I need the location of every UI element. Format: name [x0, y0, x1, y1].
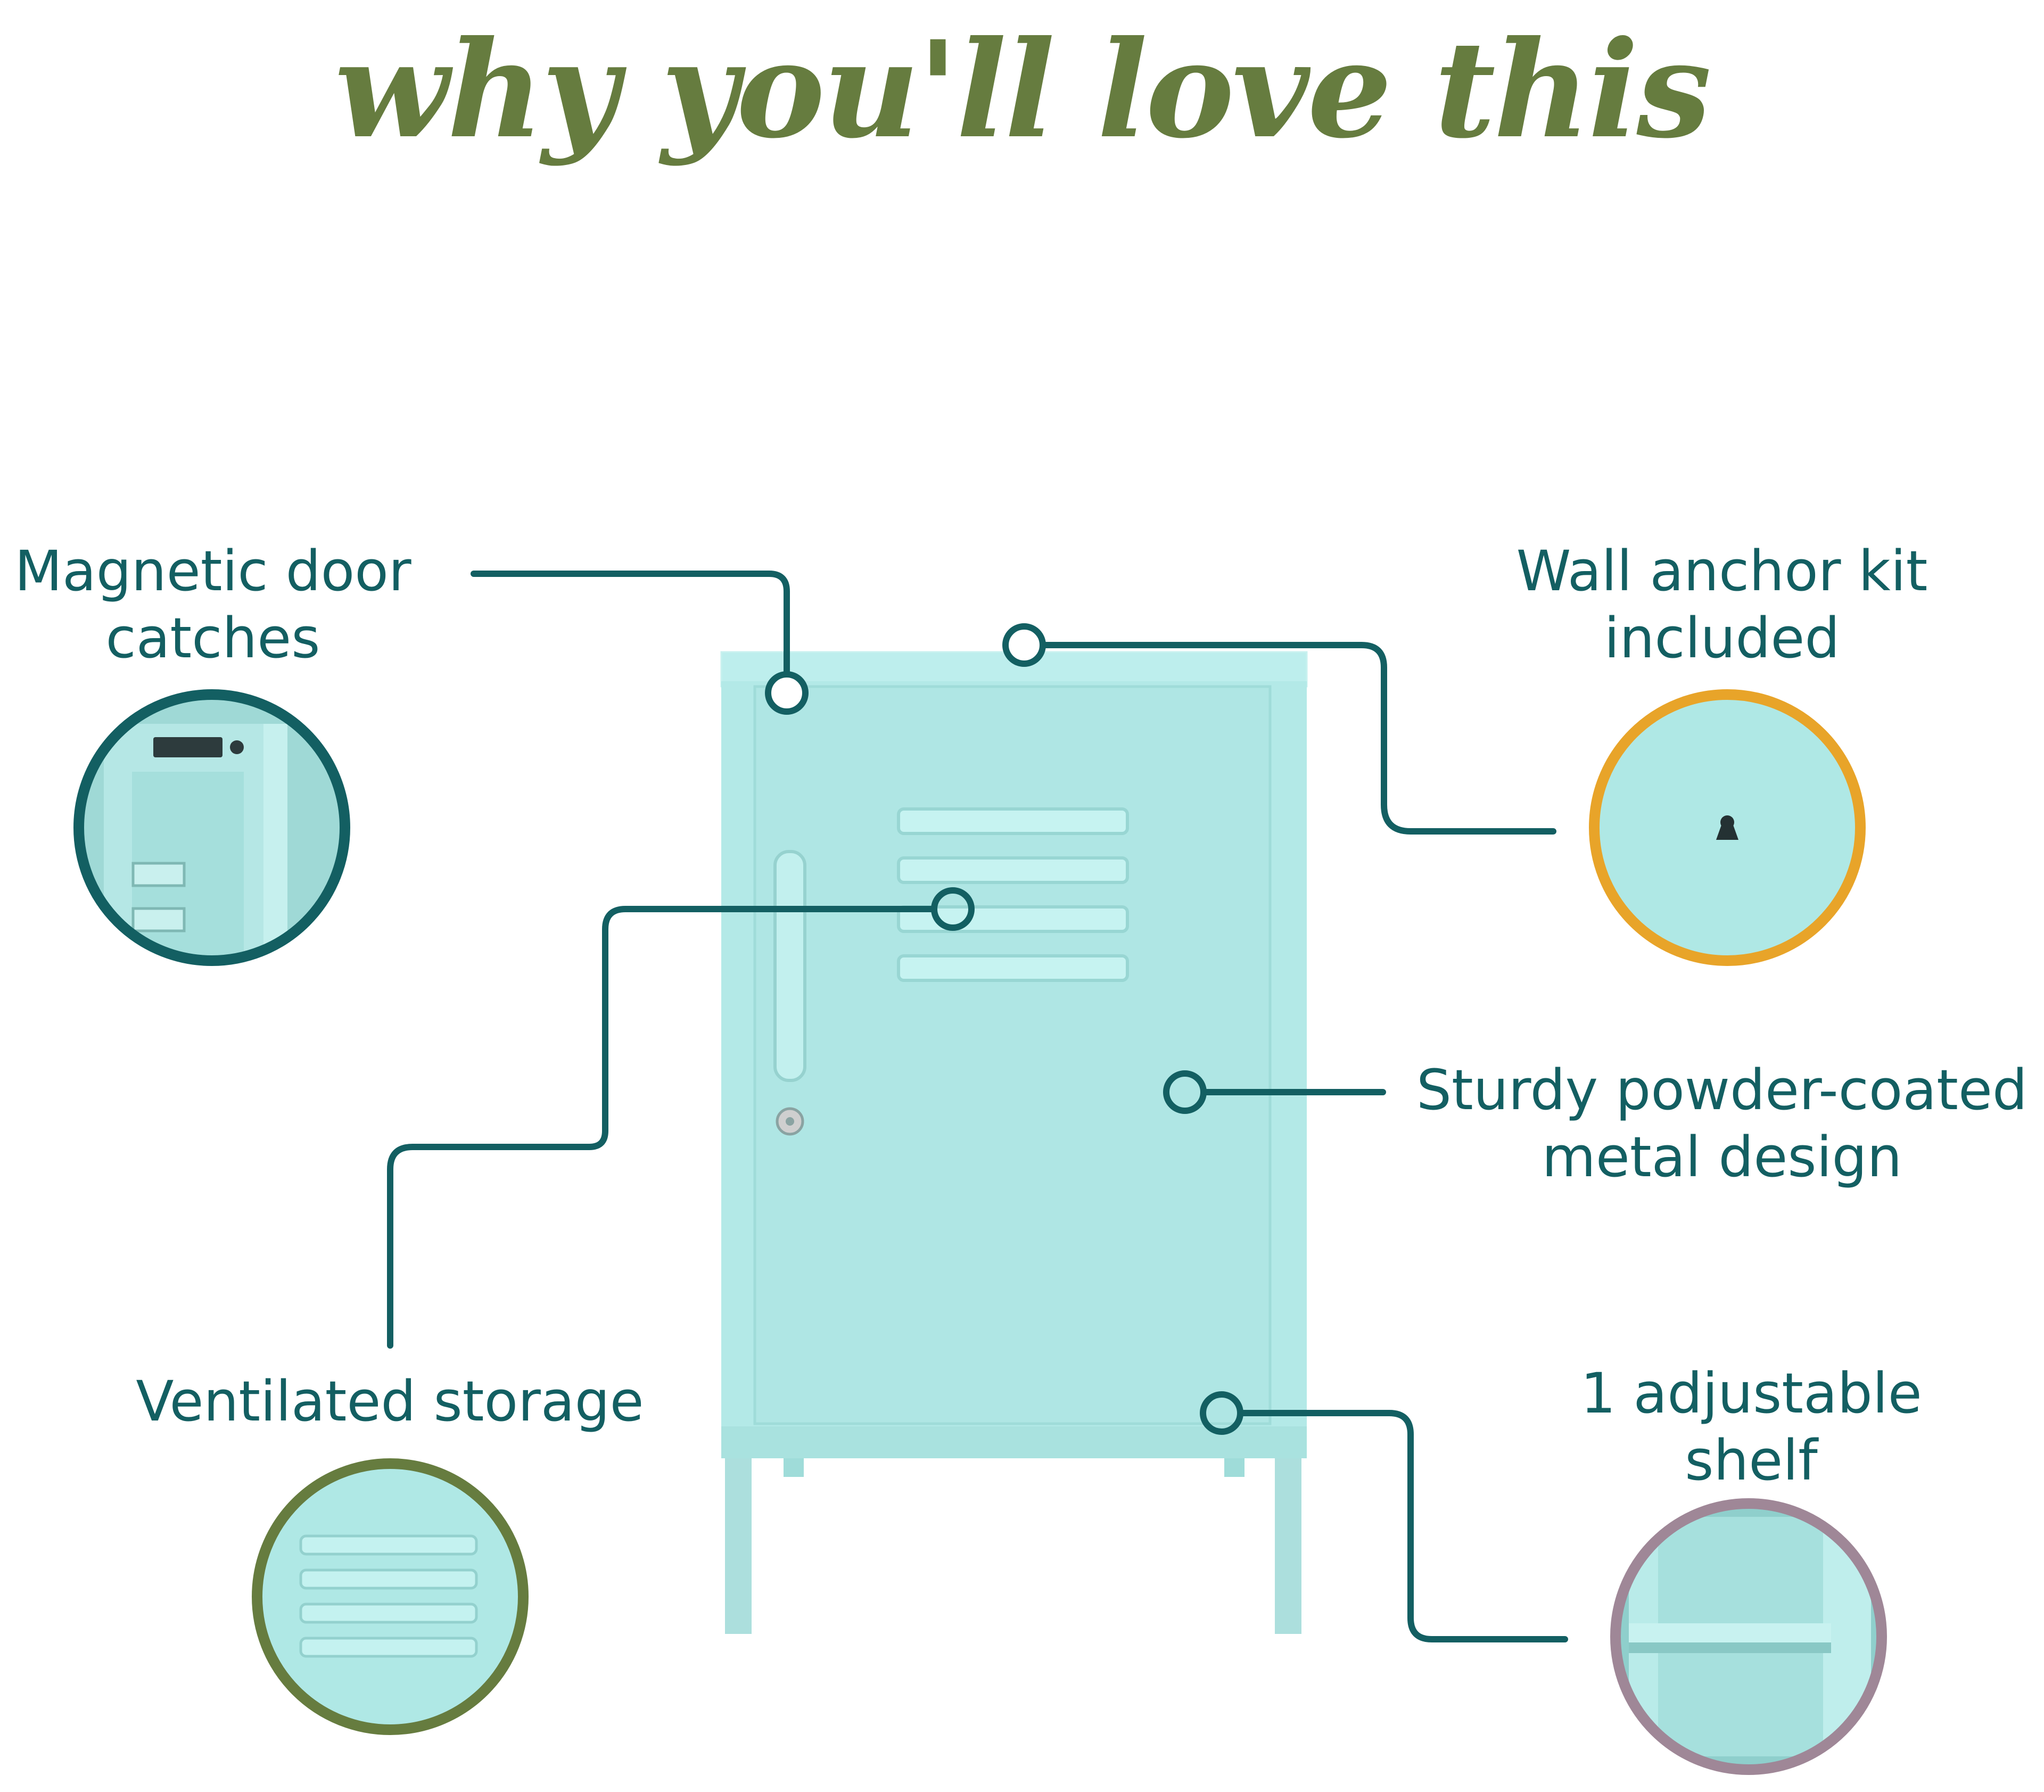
wall-anchor-kit-label: Wall anchor kit included [1504, 538, 1940, 672]
anchor-label-line-2: included [1604, 606, 1840, 671]
adjustable-shelf-label: 1 adjustable shelf [1560, 1360, 1943, 1494]
sturdy-metal-design-label: Sturdy powder-coated metal design [1403, 1056, 2041, 1191]
marker-magnetic [765, 671, 809, 715]
leader-line-magnetic [471, 571, 790, 675]
sturdy-label-line-2: metal design [1542, 1125, 1902, 1190]
leader-line-anchor [1039, 642, 1556, 835]
magnetic-catch-detail-icon [73, 689, 350, 966]
cabinet-foot-left [784, 1458, 804, 1477]
ventilated-label-line-1: Ventilated storage [136, 1369, 644, 1434]
keyhole-icon [1589, 689, 1866, 966]
cabinet-leg-left [725, 1458, 752, 1634]
shelf-detail-icon [1610, 1498, 1887, 1775]
cabinet-door [753, 685, 1272, 1425]
cabinet [720, 651, 1308, 1634]
marker-sturdy [1163, 1070, 1207, 1114]
marker-anchor [1002, 623, 1046, 667]
magnetic-label-line-2: catches [105, 606, 320, 671]
page-title: why you'll love this [334, 11, 1712, 168]
magnetic-label-line-1: Magnetic door [14, 539, 411, 604]
leader-line-shelf [1240, 1410, 1568, 1642]
leader-markers [765, 623, 1243, 1435]
shelf-label-line-1: 1 adjustable [1580, 1361, 1922, 1426]
cabinet-bottom-rail [721, 1426, 1307, 1458]
vent-slats-icon [252, 1458, 529, 1735]
magnetic-door-catches-label: Magnetic door catches [5, 538, 421, 672]
marker-vent [931, 887, 975, 931]
leader-line-vent [387, 906, 935, 1349]
cabinet-leg-right [1275, 1458, 1301, 1634]
leader-lines [387, 571, 1568, 1642]
shelf-label-line-2: shelf [1685, 1428, 1818, 1493]
door-handle [773, 850, 806, 1082]
lock-icon [776, 1107, 804, 1136]
sturdy-label-line-1: Sturdy powder-coated [1416, 1058, 2027, 1122]
anchor-label-line-1: Wall anchor kit [1516, 539, 1928, 604]
ventilated-storage-label: Ventilated storage [128, 1368, 652, 1435]
door-vent-slats [897, 807, 1129, 982]
cabinet-foot-right [1224, 1458, 1244, 1477]
marker-shelf [1200, 1391, 1243, 1435]
